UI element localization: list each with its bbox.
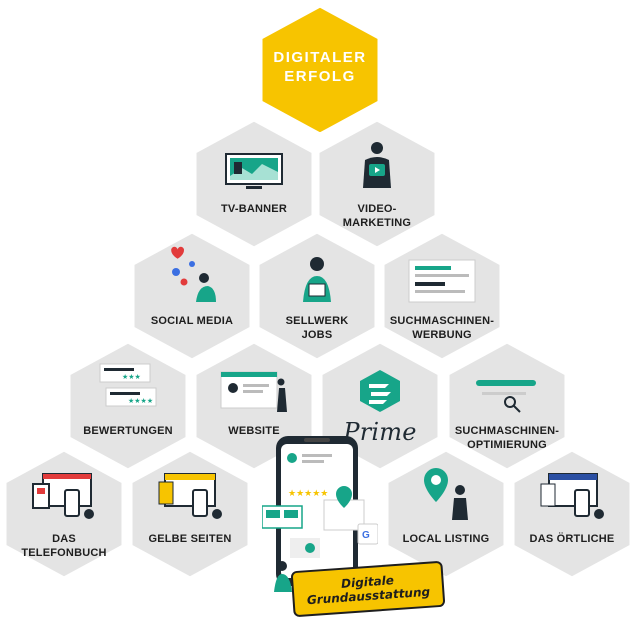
hex-shape: [259, 4, 381, 136]
hex-social-media: SOCIAL MEDIA: [130, 230, 254, 362]
bewertungen-illustration: ★★★ ★★★★: [66, 348, 190, 414]
website-illustration: [192, 348, 316, 414]
hex-label-suchmaschinen-werbung: SUCHMASCHINEN- WERBUNG: [389, 315, 495, 341]
gelbe-seiten-devices-icon: [158, 473, 222, 519]
hex-label-sellwerk-jobs: SELLWERK JOBS: [285, 315, 349, 341]
badge-line-2: Grundausstattung: [306, 584, 431, 608]
hex-shape: [511, 448, 633, 580]
oertliche-devices-icon: [540, 473, 604, 519]
map-pin-icon: [424, 468, 468, 520]
digitale-grundausstattung-badge: Digitale Grundausstattung: [290, 560, 446, 618]
smartphone-illustration: ★★★★★ G: [262, 436, 378, 592]
video-marketing-illustration: [315, 126, 439, 192]
hex-shape: [385, 448, 507, 580]
prime-logo-icon: [360, 370, 400, 412]
hex-label-website: WEBSITE: [228, 425, 280, 437]
gelbe-seiten-illustration: [128, 456, 252, 522]
local-listing-illustration: [384, 456, 508, 522]
suchmaschinen-werbung-illustration: [380, 238, 504, 304]
hex-label-digitaler-erfolg: DIGITALER ERFOLG: [273, 49, 367, 85]
search-results-icon: [408, 259, 476, 303]
reviews-icon: ★★★ ★★★★: [99, 363, 157, 407]
telefonbuch-devices-icon: [32, 473, 94, 519]
hex-label-das-oertliche: DAS ÖRTLICHE: [529, 533, 615, 545]
hex-label-video-marketing: VIDEO- MARKETING: [342, 203, 412, 229]
hex-label-tv-banner: TV-BANNER: [221, 203, 287, 215]
svg-text:G: G: [362, 530, 370, 541]
hex-label-bewertungen: BEWERTUNGEN: [83, 425, 173, 437]
hex-label-gelbe-seiten: GELBE SEITEN: [148, 533, 232, 545]
social-media-illustration: [130, 238, 254, 304]
search-bar-icon: [476, 380, 536, 413]
hex-suchmaschinen-werbung: SUCHMASCHINEN- WERBUNG: [380, 230, 504, 362]
hex-suchmaschinen-optimierung: SUCHMASCHINEN- OPTIMIERUNG: [445, 340, 569, 472]
job-applicant-icon: [303, 257, 331, 302]
hex-label-social-media: SOCIAL MEDIA: [150, 315, 234, 327]
hex-label-suchmaschinen-optimierung: SUCHMASCHINEN- OPTIMIERUNG: [454, 425, 560, 451]
svg-text:★★★: ★★★: [122, 373, 141, 381]
das-oertliche-illustration: [510, 456, 634, 522]
hex-label-local-listing: LOCAL LISTING: [402, 533, 490, 545]
hex-tv-banner: TV-BANNER: [192, 118, 316, 250]
tv-banner-illustration: [192, 126, 316, 192]
hex-digitaler-erfolg: DIGITALER ERFOLG: [258, 4, 382, 136]
svg-text:★★★★: ★★★★: [128, 397, 153, 405]
hex-bewertungen: ★★★ ★★★★ BEWERTUNGEN: [66, 340, 190, 472]
das-telefonbuch-illustration: [2, 456, 126, 522]
hex-das-telefonbuch: DAS TELEFONBUCH: [2, 448, 126, 580]
hex-gelbe-seiten: GELBE SEITEN: [128, 448, 252, 580]
hex-shape: [131, 230, 253, 362]
tv-screen-icon: [225, 153, 283, 189]
svg-text:★★★★★: ★★★★★: [288, 488, 328, 498]
sellwerk-jobs-illustration: [255, 238, 379, 304]
hex-label-das-telefonbuch: DAS TELEFONBUCH: [21, 533, 107, 559]
suchmaschinen-optimierung-illustration: [445, 348, 569, 414]
social-media-person-icon: [171, 246, 216, 302]
hex-video-marketing: VIDEO- MARKETING: [315, 118, 439, 250]
presenter-icon: [363, 142, 391, 188]
prime-logo-illustration: [318, 348, 442, 414]
website-window-icon: [220, 371, 287, 412]
hex-das-oertliche: DAS ÖRTLICHE: [510, 448, 634, 580]
hex-sellwerk-jobs: SELLWERK JOBS: [255, 230, 379, 362]
hex-local-listing: LOCAL LISTING: [384, 448, 508, 580]
